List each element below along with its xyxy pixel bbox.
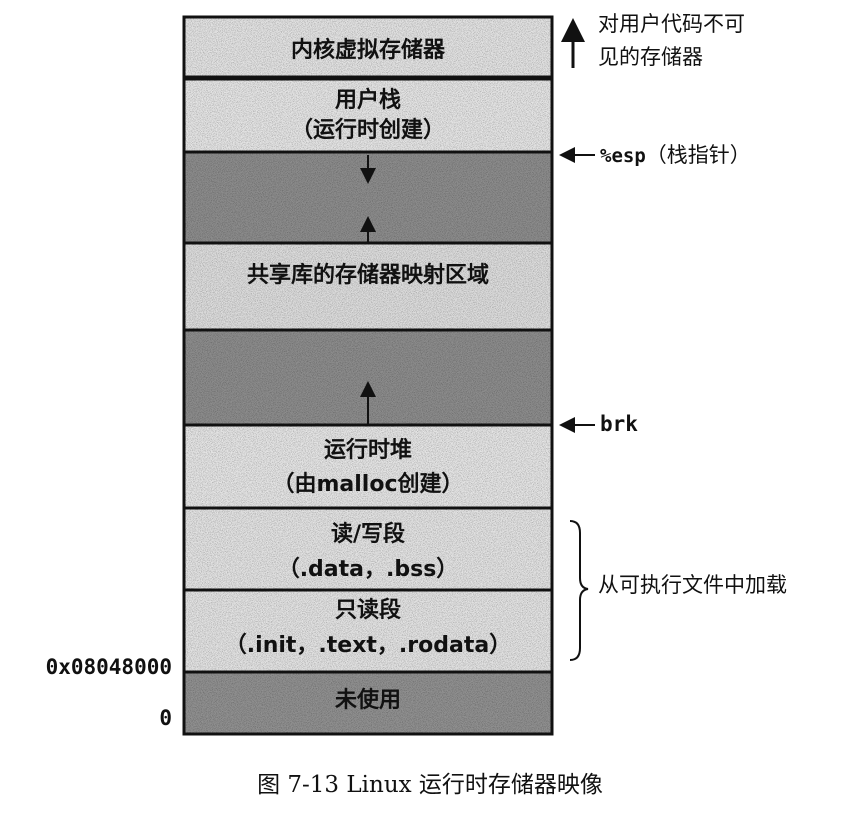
esp-description: （栈指针） [645,143,751,167]
address-start: 0x08048000 [45,655,172,679]
esp-label: %esp（栈指针） [600,139,751,173]
segment-heap-note: （由malloc创建） [272,472,464,497]
loaded-brace [569,520,589,661]
segment-shared-libs: 共享库的存储器映射区域 [246,263,490,288]
segment-ro: 只读段 [334,598,402,623]
segment-rw: 读/写段 [330,522,406,547]
segment-unused: 未使用 [334,688,402,713]
segment-user-stack-note: （运行时创建） [290,118,446,143]
segment-ro-note: （.init，.text，.rodata） [224,633,512,658]
esp-register: %esp [600,145,646,167]
segment-rw-note: （.data，.bss） [277,557,459,582]
segment-heap: 运行时堆 [323,438,413,463]
figure-caption: 图 7-13 Linux 运行时存储器映像 [257,772,603,798]
address-zero: 0 [159,706,172,730]
segment-kernel: 内核虚拟存储器 [290,38,446,63]
segment-borders [182,15,554,736]
segment-user-stack: 用户栈 [334,88,402,113]
invisible-label-line2: 见的存储器 [598,45,703,69]
loaded-from-exe-label: 从可执行文件中加载 [598,573,787,597]
invisible-label-line1: 对用户代码不可 [598,12,745,36]
brk-label: brk [600,412,638,436]
